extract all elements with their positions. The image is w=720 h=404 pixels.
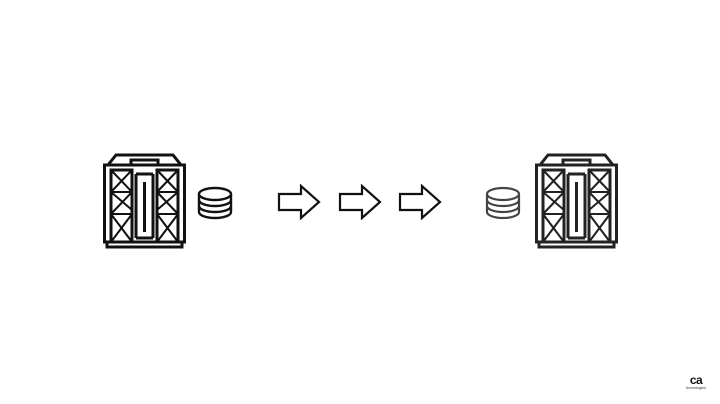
source-mainframe-icon	[103, 152, 186, 249]
ca-technologies-logo: ca technologies	[681, 374, 711, 398]
logo-tagline: technologies	[686, 386, 706, 390]
arrow-right-icon	[277, 184, 321, 220]
target-database-icon	[485, 186, 521, 220]
arrow-right-icon	[338, 184, 382, 220]
logo-mark: ca	[689, 373, 703, 387]
source-database-icon	[197, 186, 233, 220]
arrow-right-icon	[398, 184, 442, 220]
target-mainframe-icon	[535, 152, 618, 249]
